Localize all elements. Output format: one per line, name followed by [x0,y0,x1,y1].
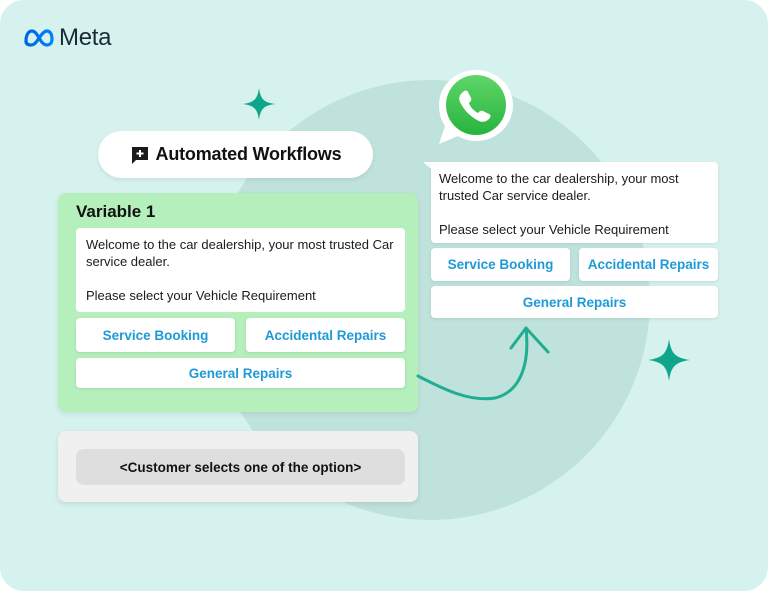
whatsapp-icon [439,70,513,144]
whatsapp-option-service-booking[interactable]: Service Booking [431,248,570,281]
whatsapp-option-general-repairs[interactable]: General Repairs [431,286,718,318]
sparkle-icon [243,88,275,120]
template-message: Welcome to the car dealership, your most… [76,228,405,312]
customer-action-panel: <Customer selects one of the option> [58,431,418,502]
option-accidental-repairs[interactable]: Accidental Repairs [246,318,405,352]
automated-workflows-pill: Automated Workflows [98,131,373,178]
template-panel: Variable 1 Welcome to the car dealership… [58,193,418,412]
whatsapp-message: Welcome to the car dealership, your most… [431,162,718,243]
option-general-repairs[interactable]: General Repairs [76,358,405,388]
panel-title: Variable 1 [76,202,156,221]
meta-infinity-icon [24,29,54,47]
message-text: Welcome to the car dealership, your most… [86,237,394,269]
meta-logo: Meta [23,24,111,52]
option-service-booking[interactable]: Service Booking [76,318,235,352]
customer-action-label: <Customer selects one of the option> [76,449,405,485]
message-prompt: Please select your Vehicle Requirement [439,222,669,237]
message-text: Welcome to the car dealership, your most… [439,171,679,203]
meta-wordmark: Meta [59,24,112,51]
message-plus-icon [131,146,148,164]
pill-label: Automated Workflows [155,144,342,164]
sparkle-icon [648,339,690,381]
message-prompt: Please select your Vehicle Requirement [86,288,316,303]
whatsapp-option-accidental-repairs[interactable]: Accidental Repairs [579,248,718,281]
